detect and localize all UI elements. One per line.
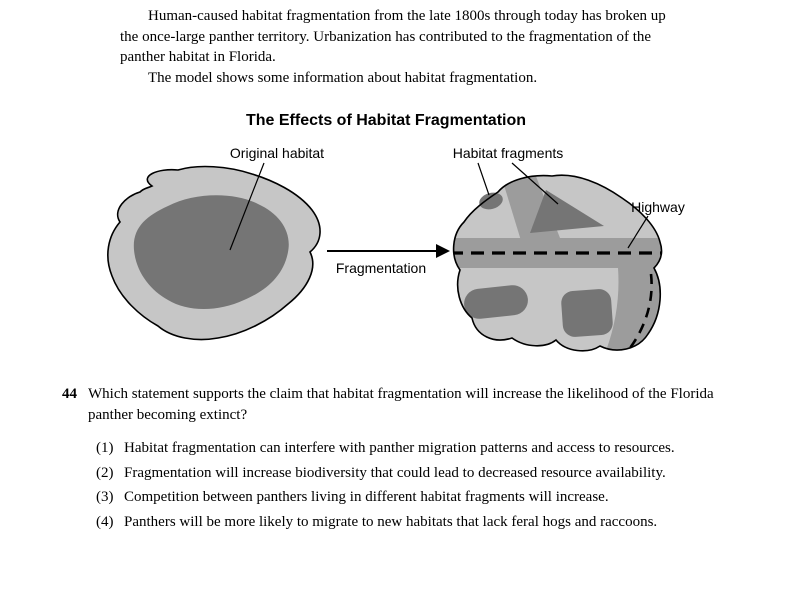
question-number: 44 — [62, 386, 77, 402]
original-habitat-core — [133, 195, 289, 309]
intro-text: Human-caused habitat fragmentation from … — [120, 6, 668, 88]
intro-paragraph-2: The model shows some information about h… — [148, 69, 538, 86]
highway-label: Highway — [631, 199, 685, 215]
answer-option-3: (3) Competition between panthers living … — [96, 487, 722, 508]
question-text: Which statement supports the claim that … — [88, 386, 714, 423]
option-2-number: (2) — [96, 464, 114, 481]
original-habitat-label: Original habitat — [230, 145, 324, 161]
answer-options: (1) Habitat fragmentation can interfere … — [62, 438, 722, 532]
option-2-text: Fragmentation will increase biodiversity… — [124, 464, 666, 481]
option-1-number: (1) — [96, 440, 114, 456]
fragmentation-label: Fragmentation — [336, 260, 426, 276]
habitat-fragmentation-diagram: Original habitat Fragmentation Habita — [107, 145, 685, 352]
option-1-text: Habitat fragmentation can interfere with… — [124, 440, 675, 456]
habitat-fragments-leader-line-1 — [477, 162, 490, 196]
original-habitat-leader-line — [229, 162, 265, 251]
habitat-fragment-bottom-right — [561, 289, 613, 337]
habitat-fragment-triangle — [530, 190, 604, 233]
habitat-fragments-label: Habitat fragments — [453, 145, 564, 161]
answer-option-1: (1) Habitat fragmentation can interfere … — [96, 438, 722, 459]
option-3-number: (3) — [96, 489, 114, 505]
highway-leader-line — [627, 215, 649, 249]
habitat-fragment-small — [479, 192, 503, 210]
question-header: 44 Which statement supports the claim th… — [62, 384, 722, 425]
habitat-fragments-group — [464, 190, 613, 337]
habitat-fragment-bottom-left — [464, 285, 528, 319]
habitat-fragments-leader-line-2 — [511, 162, 559, 205]
answer-option-2: (2) Fragmentation will increase biodiver… — [96, 463, 722, 484]
option-4-number: (4) — [96, 513, 114, 530]
highway-dashed-centerline-branch — [625, 273, 653, 351]
option-3-text: Competition between panthers living in d… — [124, 489, 609, 505]
option-4-text: Panthers will be more likely to migrate … — [124, 513, 658, 530]
question-44: 44 Which statement supports the claim th… — [62, 384, 722, 536]
fragmentation-arrowhead — [436, 244, 450, 258]
answer-option-4: (4) Panthers will be more likely to migr… — [96, 512, 722, 533]
fragmented-habitat-outline — [452, 174, 663, 352]
figure-title: The Effects of Habitat Fragmentation — [245, 112, 527, 129]
intro-paragraph-1: Human-caused habitat fragmentation from … — [120, 8, 666, 65]
